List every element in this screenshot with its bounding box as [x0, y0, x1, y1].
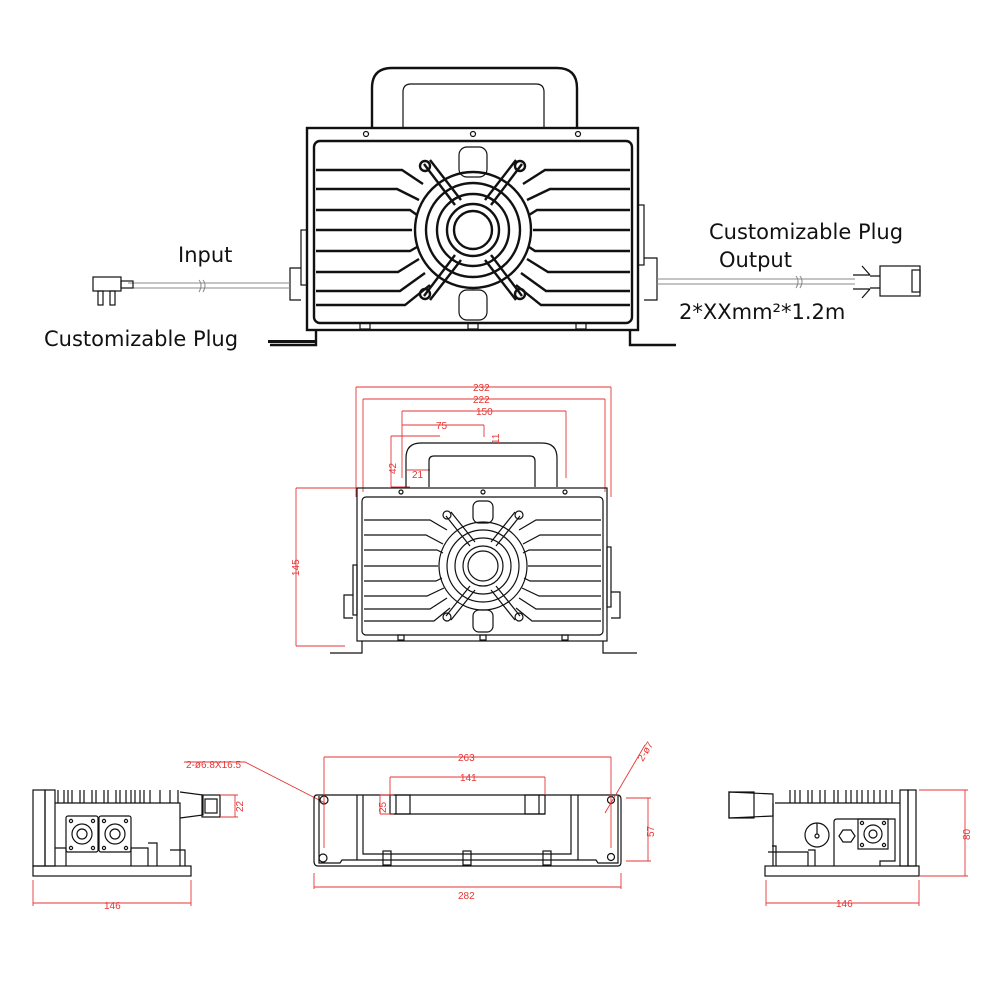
left-side-view	[32, 761, 326, 906]
charger-illustration: Input Customizable Plug Customizable Plu…	[0, 0, 1000, 370]
dim-right-depth: 146	[836, 892, 853, 911]
output-plug-label: Customizable Plug	[709, 220, 904, 244]
input-label: Input	[178, 243, 233, 267]
dim-slot-height: 25	[371, 802, 390, 813]
dim-overall-width: 232	[473, 376, 490, 395]
cable-spec-label: 2*XXmm²*1.2m	[679, 300, 846, 324]
dim-hole-spacing: 263	[458, 746, 475, 765]
dim-slot-spacing: 141	[460, 766, 477, 785]
bottom-plan-view	[313, 744, 651, 889]
dim-text: 222	[473, 395, 490, 406]
dim-text: 2-ø6.8X16.5	[186, 760, 242, 771]
dim-text: 80	[962, 828, 973, 840]
dim-text: 22	[235, 800, 246, 812]
dim-text: 21	[412, 470, 424, 481]
dim-right-height: 80	[955, 829, 974, 840]
dim-handle-half: 75	[436, 414, 447, 433]
charger-front-drawing	[92, 66, 921, 347]
dim-left-connector-height: 22	[228, 801, 247, 812]
dim-text: 146	[104, 901, 121, 912]
dim-height: 145	[284, 559, 303, 576]
front-dimension-view: 232 222 150 75 11 42 21 145	[0, 370, 1000, 670]
dim-text: 141	[460, 773, 477, 784]
dim-text: 263	[458, 753, 475, 764]
dim-text: 146	[836, 899, 853, 910]
dim-body-width: 222	[473, 388, 490, 407]
dim-left-depth: 146	[104, 894, 121, 913]
dim-text: 25	[378, 801, 389, 813]
front-view-drawing	[295, 386, 637, 654]
dim-text: 42	[388, 462, 399, 474]
dim-text: 282	[458, 891, 475, 902]
bottom-row-drawing	[32, 744, 968, 906]
dim-hole-vertical: 57	[639, 826, 658, 837]
input-plug-label: Customizable Plug	[44, 327, 239, 351]
right-side-view	[728, 789, 968, 906]
dim-text: 232	[473, 383, 490, 394]
input-plug-leader	[268, 340, 316, 343]
dim-text: 150	[476, 407, 493, 418]
dim-text: 75	[436, 421, 448, 432]
output-label: Output	[719, 248, 792, 272]
dim-handle-height: 42	[381, 463, 400, 474]
dim-handle-thickness: 11	[484, 434, 503, 444]
dim-text: 57	[646, 825, 657, 837]
dim-slot-spec: 2-ø6.8X16.5	[186, 753, 241, 772]
dim-overall-length: 282	[458, 884, 475, 903]
dim-text: 145	[291, 559, 302, 576]
bottom-row-views: 22 146 2-ø6.8X16.5 263 141 25 57 282 2-ø…	[0, 720, 1000, 920]
dim-text: 11	[491, 433, 502, 444]
dim-handle-width: 150	[476, 400, 493, 419]
dim-handle-leg: 21	[412, 463, 423, 482]
